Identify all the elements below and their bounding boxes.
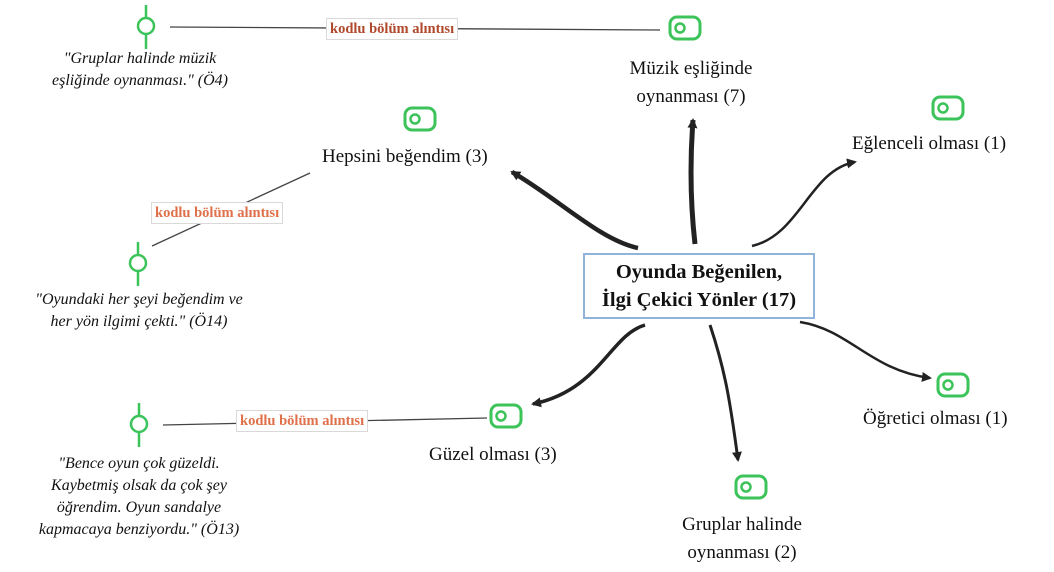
quote-o4-line1: "Gruplar halinde müzik [63, 50, 217, 67]
link-tag-left[interactable]: kodlu bölüm alıntısı [151, 202, 284, 224]
arrow-to-ogretici [799, 320, 932, 382]
quote-o14-line2: her yön ilgimi çekti." (Ö14) [50, 313, 228, 330]
quote-o13-line4: kapmacaya benziyordu." (Ö13) [38, 521, 240, 538]
code-icon[interactable] [936, 372, 970, 398]
quote-o4: "Gruplar halinde müzik eşliğinde oynanma… [30, 48, 250, 92]
quote-o14: "Oyundaki her şeyi beğendim ve her yön i… [8, 289, 270, 333]
code-muzik[interactable]: Müzik eşliğinde oynanması (7) [605, 58, 777, 108]
document-icon[interactable] [129, 403, 149, 447]
arrow-to-gruplar [708, 324, 742, 462]
code-icon[interactable] [734, 474, 768, 500]
center-theme-box[interactable]: Oyunda Beğenilen, İlgi Çekici Yönler (17… [583, 253, 815, 319]
code-icon[interactable] [489, 403, 523, 429]
document-icon[interactable] [136, 5, 156, 49]
quote-o13-line1: "Bence oyun çok güzeldi. [58, 455, 220, 472]
code-eglenceli[interactable]: Eğlenceli olması (1) [852, 133, 1007, 154]
code-icon[interactable] [668, 15, 702, 41]
code-muzik-line1: Müzik eşliğinde [629, 58, 753, 79]
code-guzel[interactable]: Güzel olması (3) [429, 444, 557, 465]
quote-o14-line1: "Oyundaki her şeyi beğendim ve [35, 291, 243, 308]
quote-o13-line2: Kaybetmiş olsak da çok şey [51, 477, 227, 494]
arrow-to-hepsini [510, 170, 639, 251]
center-theme-line1: Oyunda Beğenilen, [615, 261, 783, 283]
center-theme-line2: İlgi Çekici Yönler (17) [601, 289, 797, 311]
code-icon[interactable] [931, 95, 965, 121]
arrow-to-eglenceli [751, 158, 857, 248]
arrow-to-muzik [687, 118, 698, 245]
code-gruplar-line2: oynanması (2) [687, 542, 797, 563]
link-tag-bottom[interactable]: kodlu bölüm alıntısı [236, 410, 369, 432]
link-tag-top[interactable]: kodlu bölüm alıntısı [326, 18, 459, 40]
document-icon[interactable] [128, 242, 148, 286]
quote-o4-line2: eşliğinde oynanması." (Ö4) [51, 72, 229, 89]
code-hepsini[interactable]: Hepsini beğendim (3) [322, 146, 488, 167]
code-icon[interactable] [403, 106, 437, 132]
quote-o13: "Bence oyun çok güzeldi. Kaybetmiş olsak… [8, 453, 270, 541]
code-gruplar-line1: Gruplar halinde [682, 514, 802, 535]
code-gruplar[interactable]: Gruplar halinde oynanması (2) [672, 514, 812, 564]
quote-o13-line3: öğrendim. Oyun sandalye [56, 499, 222, 516]
code-muzik-line2: oynanması (7) [636, 86, 746, 107]
arrow-to-guzel [531, 323, 646, 408]
code-ogretici[interactable]: Öğretici olması (1) [863, 408, 1008, 429]
